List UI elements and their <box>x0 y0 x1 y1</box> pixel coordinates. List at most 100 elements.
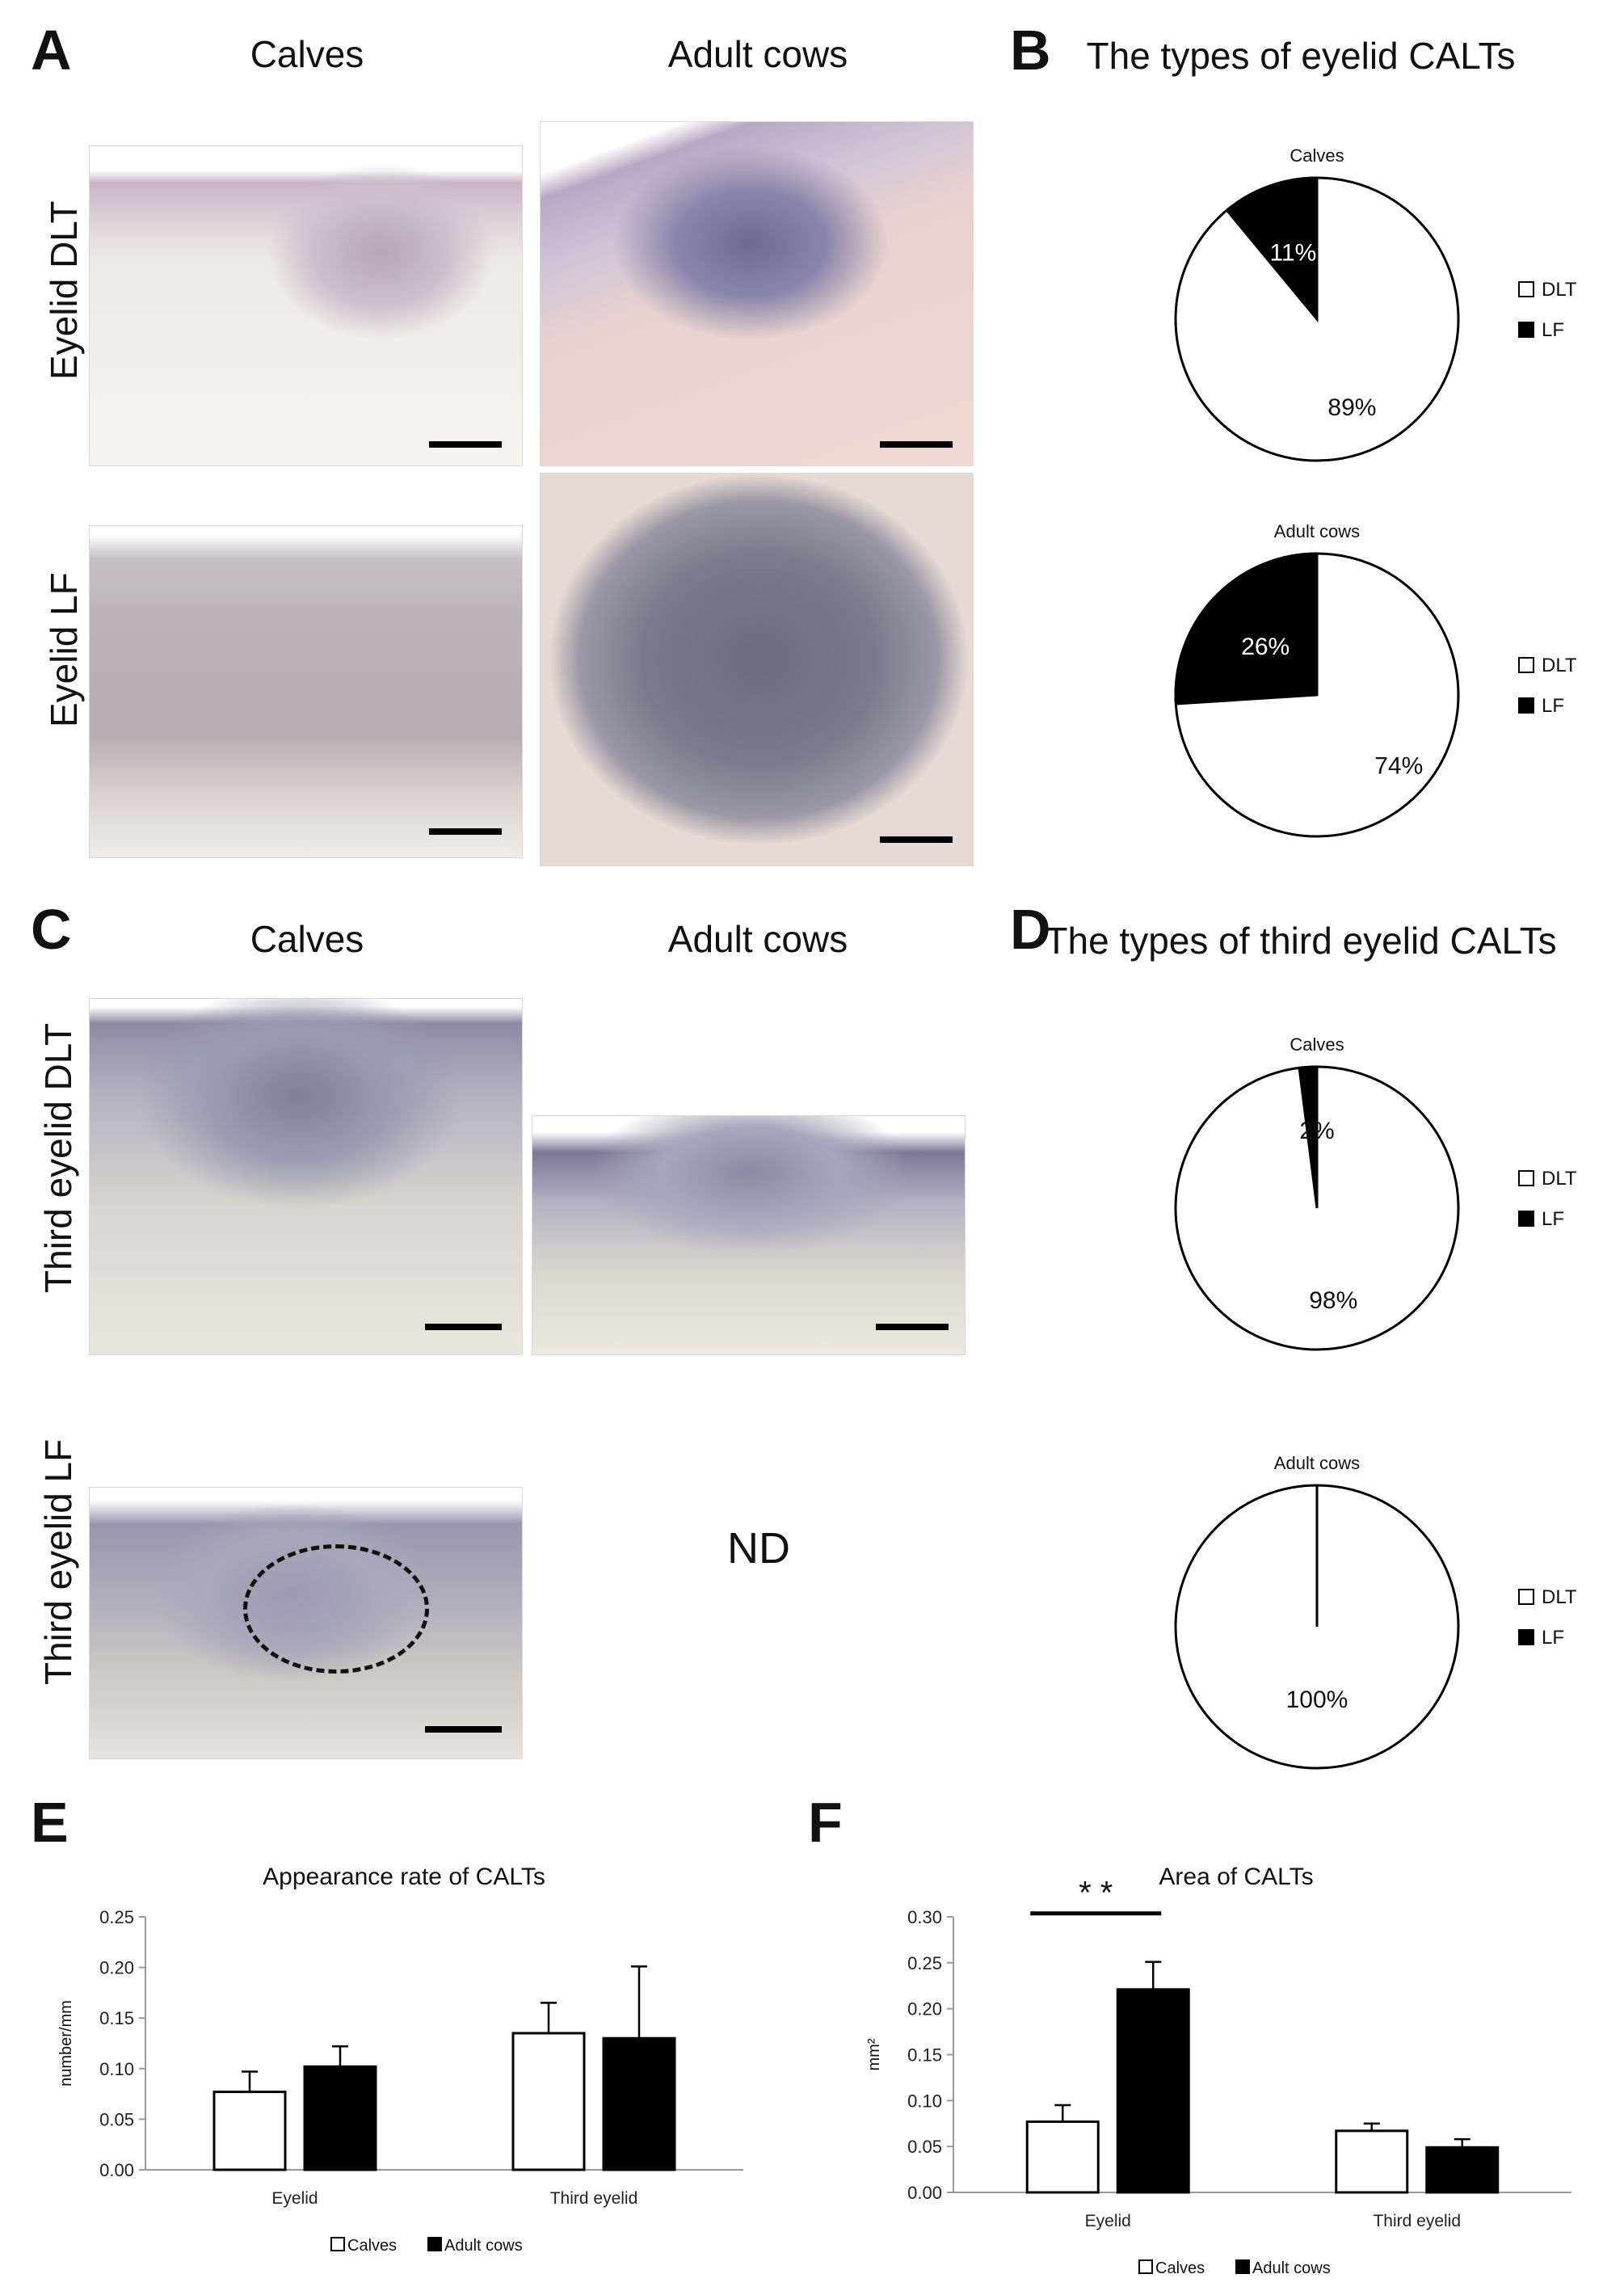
follicle-outline <box>243 1544 429 1674</box>
legend-label-dlt: DLT <box>1542 655 1577 676</box>
significance-marker: * * <box>1079 1876 1113 1911</box>
legend-swatch <box>1138 2259 1153 2274</box>
pie-slice-lf <box>1174 552 1319 705</box>
micrograph-eyelid-lf-adult <box>540 473 974 866</box>
legend-label-dlt: DLT <box>1542 1586 1577 1608</box>
panel-c-adult-header: Adult cows <box>667 918 848 960</box>
chart-f-area: Area of CALTs 0.00 0.05 0.10 0.15 0.20 0.25 0.3… <box>865 1864 1571 2277</box>
panel-c-row-lf: Third eyelid LF <box>37 1438 79 1685</box>
y-tick-label: 0.15 <box>99 2008 134 2028</box>
pie-subtitle: Calves <box>1290 145 1344 166</box>
panel-e-letter: E <box>31 1791 69 1854</box>
legend-swatch-lf <box>1518 1211 1534 1227</box>
pie-slice-lf <box>1225 176 1319 323</box>
bar-adult-cows <box>1425 2146 1500 2194</box>
chart-title: The types of eyelid CALTs <box>1087 35 1516 77</box>
y-tick-label: 0.10 <box>907 2091 942 2111</box>
y-tick-label: 0.20 <box>99 1958 134 1978</box>
legend-label-dlt: DLT <box>1542 1168 1577 1190</box>
bar-adult-cows <box>1116 1988 1190 2194</box>
panel-d-letter: D <box>1010 898 1051 961</box>
pie-label-dlt: 100% <box>1286 1687 1348 1713</box>
legend-label: Adult cows <box>444 2237 523 2255</box>
legend-swatch <box>330 2237 345 2251</box>
bar-calves <box>1335 2129 1409 2194</box>
y-tick-label: 0.30 <box>907 1907 942 1927</box>
pie-label-dlt: 74% <box>1374 753 1423 780</box>
y-tick-label: 0.00 <box>99 2160 134 2180</box>
legend-swatch <box>1235 2259 1250 2274</box>
micrograph-eyelid-lf-calves <box>89 525 523 858</box>
scale-bar <box>425 1324 502 1330</box>
scale-bar <box>425 1726 502 1733</box>
panel-f-letter: F <box>808 1791 843 1854</box>
legend-swatch-dlt <box>1518 1589 1534 1605</box>
scale-bar <box>880 836 953 843</box>
pie-subtitle: Adult cows <box>1274 521 1360 541</box>
y-tick-label: 0.20 <box>907 1999 942 2019</box>
y-tick-label: 0.05 <box>907 2137 942 2157</box>
scale-bar <box>876 1324 949 1330</box>
bar-calves <box>511 2032 586 2171</box>
micrograph-third-eyelid-dlt-calves <box>89 998 523 1355</box>
legend-label: Adult cows <box>1252 2259 1331 2277</box>
legend-label-lf: LF <box>1542 1208 1564 1230</box>
pie-label-dlt: 98% <box>1309 1287 1357 1314</box>
x-tick-label: Third eyelid <box>1373 2212 1461 2230</box>
y-axis-label: mm² <box>865 2038 883 2070</box>
panel-a-row-dlt: Eyelid DLT <box>43 200 85 380</box>
pie-subtitle: Calves <box>1290 1034 1344 1055</box>
y-tick-label: 0.10 <box>99 2059 134 2079</box>
pie-subtitle: Adult cows <box>1274 1453 1360 1473</box>
bar-calves <box>212 2091 287 2171</box>
legend-swatch-lf <box>1518 697 1534 714</box>
y-tick-label: 0.25 <box>907 1953 942 1973</box>
panel-c-letter: C <box>31 898 72 961</box>
y-tick-label: 0.00 <box>907 2183 942 2203</box>
legend-label: Calves <box>1155 2259 1205 2277</box>
panel-c-calves-header: Calves <box>250 918 364 960</box>
legend-label-lf: LF <box>1542 319 1564 341</box>
scale-bar <box>880 441 953 448</box>
legend-label-dlt: DLT <box>1542 279 1577 301</box>
panel-c-row-dlt: Third eyelid DLT <box>37 1022 79 1293</box>
chart-title: Appearance rate of CALTs <box>263 1864 545 1890</box>
bar-calves <box>1025 2120 1100 2194</box>
not-detected-label: ND <box>727 1524 790 1573</box>
legend-label-lf: LF <box>1542 1627 1564 1649</box>
pie-label-lf: 26% <box>1241 634 1290 660</box>
chart-e-appearance-rate: Appearance rate of CALTs 0.00 0.05 0.10 0.15… <box>57 1864 743 2255</box>
legend-swatch-lf <box>1518 322 1534 338</box>
panel-a-letter: A <box>31 19 72 82</box>
legend-swatch-lf <box>1518 1629 1534 1645</box>
x-tick-label: Eyelid <box>1085 2212 1131 2230</box>
panel-b-letter: B <box>1010 19 1051 82</box>
chart-title: Area of CALTs <box>1159 1864 1313 1890</box>
legend-swatch-dlt <box>1518 657 1534 673</box>
legend-swatch-dlt <box>1518 281 1534 297</box>
y-tick-label: 0.25 <box>99 1907 134 1927</box>
panel-a-calves-header: Calves <box>250 33 364 75</box>
panel-a-adult-header: Adult cows <box>667 33 848 75</box>
bar-adult-cows <box>303 2065 377 2171</box>
micrograph-third-eyelid-dlt-adult <box>532 1115 966 1355</box>
pie-label-dlt: 89% <box>1327 394 1376 421</box>
legend-label-lf: LF <box>1542 695 1564 717</box>
pie-label-lf: 11% <box>1269 240 1316 267</box>
y-tick-label: 0.15 <box>907 2045 942 2066</box>
pie-label-lf: 2% <box>1299 1118 1334 1144</box>
scale-bar <box>429 441 502 448</box>
micrograph-eyelid-dlt-adult <box>540 121 974 466</box>
legend-swatch <box>427 2237 442 2251</box>
micrograph-third-eyelid-lf-calves <box>89 1487 523 1759</box>
bar-adult-cows <box>602 2036 676 2171</box>
x-tick-label: Third eyelid <box>550 2189 638 2208</box>
y-tick-label: 0.05 <box>99 2109 134 2129</box>
legend-swatch-dlt <box>1518 1170 1534 1186</box>
x-tick-label: Eyelid <box>271 2189 318 2208</box>
panel-a-row-lf: Eyelid LF <box>43 572 85 727</box>
micrograph-eyelid-dlt-calves <box>89 145 523 466</box>
chart-title: The types of third eyelid CALTs <box>1045 920 1556 962</box>
